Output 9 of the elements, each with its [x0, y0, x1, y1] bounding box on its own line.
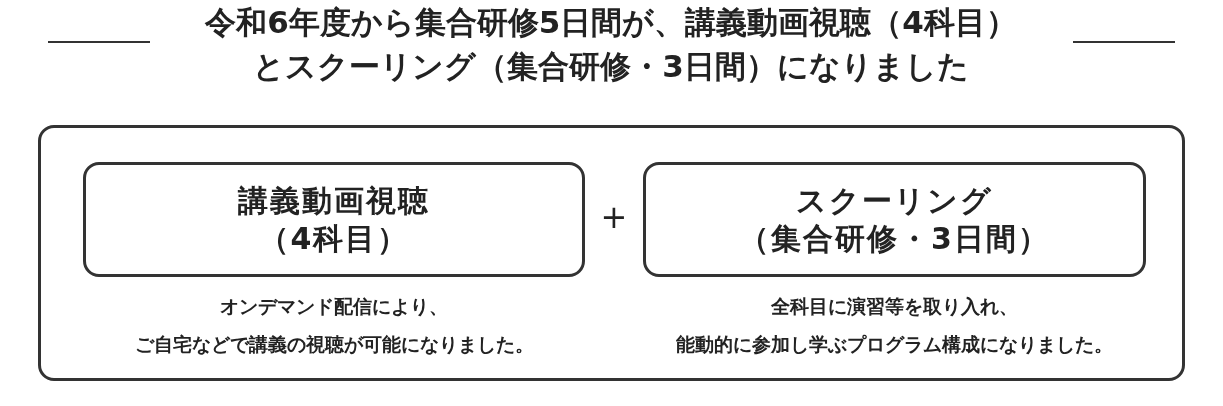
text-box [643, 162, 1146, 277]
title: 令和6年度から集合研修5日間が、講義動画視聴（4科目）とスクーリング（集合研修・3日間）になりました [204, 3, 1018, 86]
box-label: スクーリング（集合研修・3日間） [738, 181, 1051, 258]
description-text: 全科目に演習等を取り入れ、能動的に参加し学ぶプログラム構成になりました。 [675, 294, 1114, 357]
box-label: 講義動画視聴（4科目） [236, 181, 431, 258]
plus-sign: + [599, 198, 629, 236]
panel-box [38, 125, 1185, 381]
description-text: オンデマンド配信により、ご自宅などで講義の視聴が可能になりました。 [133, 294, 535, 357]
text-box [83, 162, 585, 277]
